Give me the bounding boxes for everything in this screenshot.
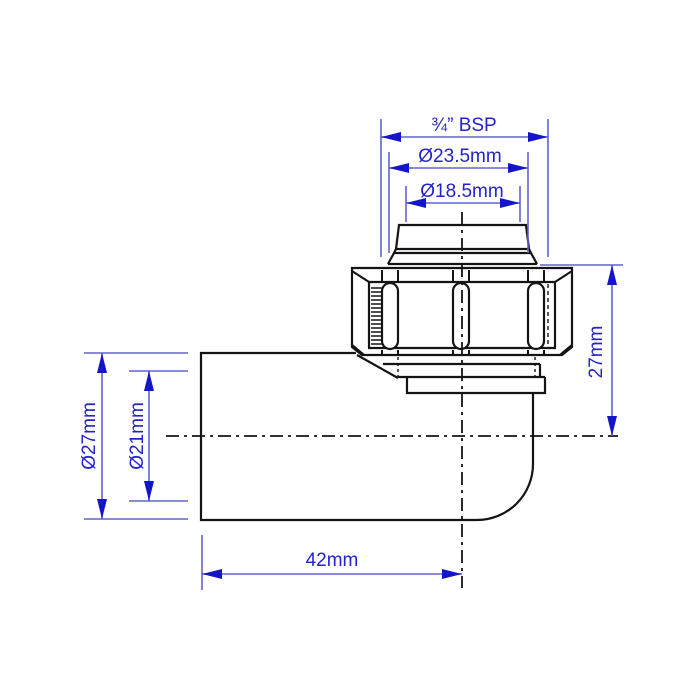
label-height-27: 27mm <box>586 326 607 379</box>
label-od-27: Ø27mm <box>79 402 100 470</box>
label-bsp: ¾” BSP <box>431 115 496 136</box>
dia27-dimension <box>84 352 188 520</box>
nut-outline <box>350 266 574 357</box>
nut-slot-right <box>526 281 546 351</box>
label-id-18-5: Ø18.5mm <box>420 181 503 202</box>
flange-outline <box>405 377 547 395</box>
nut-slot-middle <box>451 281 471 351</box>
label-id-21: Ø21mm <box>127 402 148 470</box>
body-shoulder <box>356 354 399 379</box>
tailpiece-band <box>387 248 538 266</box>
dimension-arrows <box>97 132 617 579</box>
nut-thread-ticks <box>371 284 549 377</box>
nut-grip-slots <box>380 281 546 351</box>
dia23-dimension <box>388 152 529 253</box>
label-od-23-5: Ø23.5mm <box>418 146 501 167</box>
dia21-dimension <box>129 370 188 502</box>
nut-slot-cuts <box>381 270 545 355</box>
pipe-body-outline <box>199 351 535 522</box>
fitting-outline <box>199 223 574 522</box>
len42-dimension <box>201 535 462 590</box>
neck-line <box>383 362 542 377</box>
bsp-dimension <box>380 119 549 257</box>
centerlines <box>166 212 618 588</box>
nut-corner-diagonals <box>351 270 573 356</box>
label-length-42: 42mm <box>306 550 359 571</box>
dimension-labels: ¾” BSP Ø23.5mm Ø18.5mm Ø27mm Ø21mm 27mm … <box>79 115 607 571</box>
h27-dimension <box>540 264 623 436</box>
nut-slot-left <box>380 281 400 351</box>
